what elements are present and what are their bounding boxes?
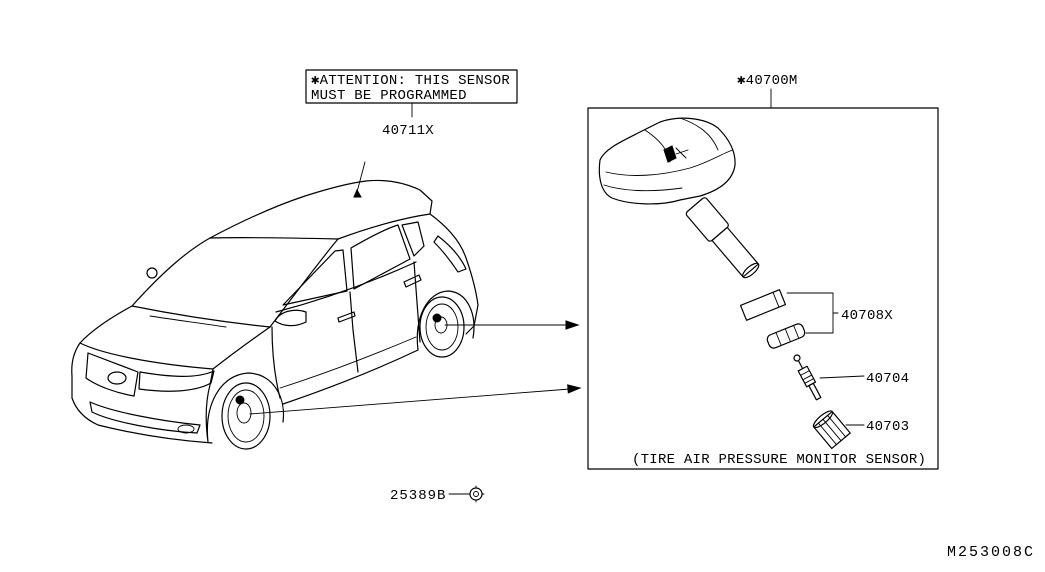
car-windshield-top [209, 236, 339, 240]
car-front-side-window [282, 249, 348, 306]
car-headlight [138, 370, 215, 392]
car-grille [85, 352, 139, 397]
valve-stem-tip [742, 262, 760, 279]
sensor-valve-stem [685, 197, 760, 279]
car-fog-light [177, 424, 195, 434]
car-rear-spoiler [365, 179, 433, 217]
tpms-sensor [598, 117, 760, 279]
callout-40700m: ✱40700M [737, 73, 798, 89]
front-wheel-sensor-marker [235, 395, 245, 405]
car-roof-far-edge [131, 180, 367, 307]
front-wheel-rim [227, 389, 265, 443]
car-cowl [131, 305, 271, 328]
clip-teeth [467, 485, 485, 503]
clip-part [467, 485, 485, 503]
car-front-face [71, 342, 213, 444]
car-badge [107, 371, 127, 385]
car-tail-lamp [433, 235, 467, 273]
car-lower-intake [89, 401, 201, 434]
car-fender-line [212, 326, 271, 370]
car-rear-door-edge [413, 261, 421, 343]
car-roof-side-rail [337, 215, 419, 240]
front-wheel-arrow-line [249, 388, 571, 415]
car-far-mirror [146, 267, 158, 279]
car-door-split [349, 291, 359, 373]
front-wheel-tire [221, 382, 271, 450]
grommet-body [739, 289, 787, 321]
wheel-arrows [249, 320, 582, 415]
rear-wheel-sensor-marker [432, 313, 442, 323]
callout-40703: 40703 [866, 419, 909, 435]
sensor-kit-frame [587, 107, 939, 470]
valve-cap-part [812, 410, 851, 450]
sensor-lower-edge [603, 184, 683, 192]
front-wheel-hub [236, 402, 252, 424]
washer-ridges [775, 324, 800, 346]
car-front-door-edge [271, 326, 281, 399]
car-front-wheel-arch [205, 368, 285, 443]
car-front-door-handle [337, 311, 356, 323]
car-hood-left-edge [79, 305, 133, 344]
sensor-top-ridge-right [679, 117, 719, 151]
sensor-kit-caption: (TIRE AIR PRESSURE MONITOR SENSOR) [632, 452, 926, 468]
car-rear-wheel-arch [416, 290, 475, 351]
car-near-mirror [274, 309, 307, 327]
sensor-marking [663, 145, 677, 163]
valve-core-pin [797, 360, 804, 370]
clip-inner [473, 491, 479, 497]
car-quarter-window [401, 221, 425, 257]
front-wheel-arrowhead [567, 384, 582, 394]
car-rear-end [429, 213, 479, 335]
callout-25389b: 25389B [390, 488, 446, 504]
sensor-waist-line [605, 149, 734, 176]
valve-core-part [793, 354, 822, 401]
rear-wheel-rim [425, 303, 459, 351]
roof-antenna [353, 188, 362, 198]
valve-cap-ribs [817, 414, 847, 446]
sensor-body [598, 117, 736, 205]
attention-note-line1: ✱ATTENTION: THIS SENSOR [311, 73, 510, 89]
valve-stem-shaft [711, 226, 759, 278]
car-rear-door-handle [403, 274, 422, 288]
car-sill [282, 349, 419, 405]
callout-40708x: 40708X [841, 308, 893, 324]
attention-note-frame [305, 69, 518, 104]
car-wiper [149, 315, 227, 328]
drawing-number: M253008C [947, 544, 1035, 561]
rear-wheel-tire [419, 296, 465, 358]
sensor-marking-stroke [675, 147, 689, 159]
washer-body [766, 323, 806, 349]
valve-stem-base [685, 197, 729, 242]
callout-40708x-bracket [786, 292, 839, 334]
antenna-pointer-line [356, 161, 366, 193]
callout-40704: 40704 [866, 371, 909, 387]
washer-part [766, 323, 806, 349]
grommet-edge [772, 291, 780, 308]
grommet-part [739, 289, 787, 321]
valve-core-thread [800, 370, 815, 384]
car-illustration [71, 179, 479, 450]
car-rear-side-window [350, 224, 411, 290]
car-side-character-line [279, 336, 417, 389]
car-belt-line [275, 261, 417, 313]
rear-wheel-arrowhead [565, 320, 580, 330]
clip-outer [469, 487, 483, 501]
callout-40711x: 40711X [382, 123, 434, 139]
attention-note: ✱ATTENTION: THIS SENSOR MUST BE PROGRAMM… [305, 69, 518, 118]
car-hood-front-edge [79, 342, 214, 370]
valve-core-head [793, 354, 801, 362]
valve-core-tail [808, 382, 822, 401]
attention-note-line2: MUST BE PROGRAMMED [311, 88, 467, 104]
callout-40704-leader [819, 375, 865, 379]
